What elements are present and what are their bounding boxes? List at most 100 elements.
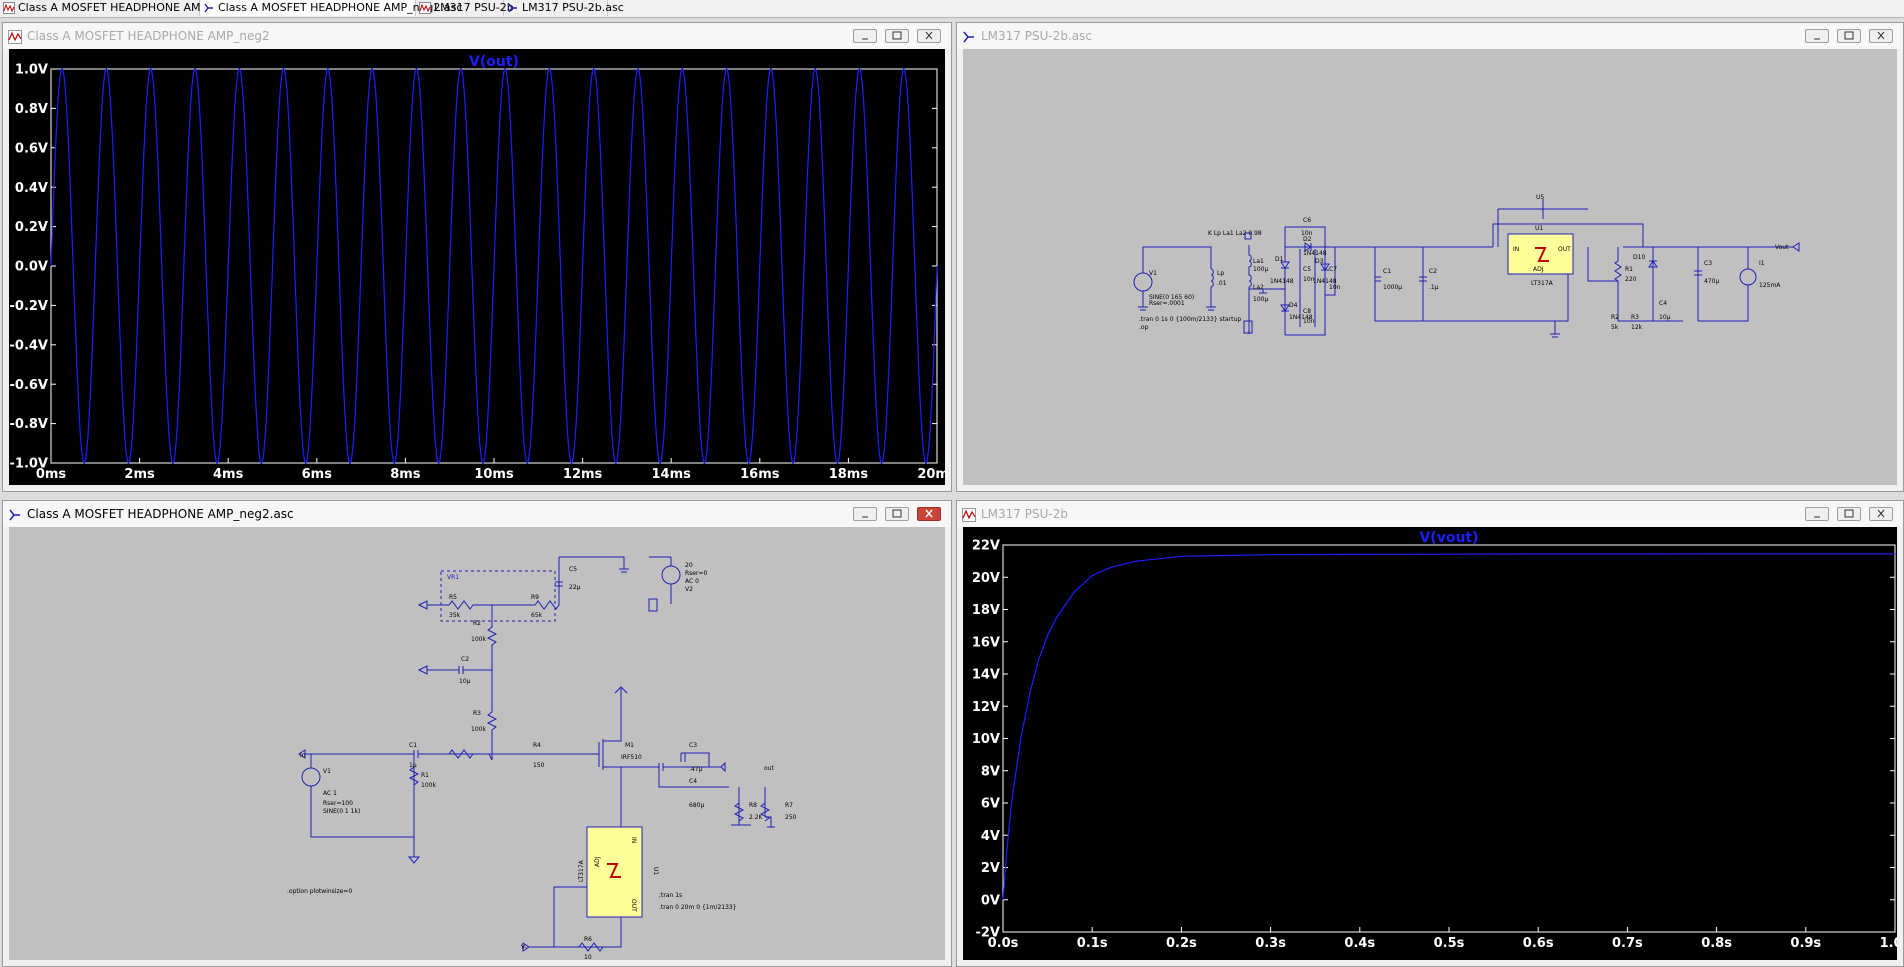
label-v2-dc: 20 xyxy=(685,562,693,569)
label-c5-val: 10n xyxy=(1303,276,1315,283)
y-tick-label: 0.4V xyxy=(15,181,48,196)
label-lp-val: .01 xyxy=(1217,280,1227,287)
label-r8: R8 xyxy=(749,802,757,809)
window-titlebar[interactable]: LM317 PSU-2b xyxy=(957,501,1903,527)
directive-tran[interactable]: .tran 0 1s 0 {100m/2133} startup xyxy=(1139,316,1241,323)
directive-option[interactable]: .option plotwinsize=0 xyxy=(287,888,352,895)
label-la2-val: 100µ xyxy=(1253,296,1268,303)
ground-flag[interactable] xyxy=(1243,320,1253,334)
label-adj-pin: ADJ xyxy=(594,856,601,867)
restore-button[interactable] xyxy=(885,507,909,521)
psu-schematic-window: LM317 PSU-2b.asc xyxy=(956,22,1904,492)
directive-tran-comment[interactable]: ;tran 1s xyxy=(659,892,682,899)
plot-frame xyxy=(1002,544,1896,933)
minimize-button[interactable] xyxy=(853,507,877,521)
label-c1: C1 xyxy=(1383,268,1391,275)
schematic-canvas[interactable]: V1 SINE(0 165 60) Rser=.0001 K Lp La1 La… xyxy=(963,49,1897,485)
x-tick-label: 0.3s xyxy=(1255,936,1286,951)
trace-label: V(out) xyxy=(469,54,519,70)
x-tick-label: 0.9s xyxy=(1790,936,1821,951)
window-title: Class A MOSFET HEADPHONE AMP_neg2 xyxy=(27,29,270,43)
tab-amp-waveform[interactable]: Class A MOSFET HEADPHONE AMP_neg2 xyxy=(0,0,240,16)
label-v2-rser: Rser=0 xyxy=(685,570,707,577)
label-out-port: out xyxy=(764,765,774,772)
tab-amp-schematic[interactable]: Class A MOSFET HEADPHONE AMP_neg2.asc xyxy=(200,0,462,16)
y-tick-label: 0.6V xyxy=(15,141,48,156)
label-c3: C3 xyxy=(1704,260,1712,267)
label-v1-rser: Rser=100 xyxy=(323,800,353,807)
close-icon xyxy=(1877,31,1885,40)
tab-label: LM317 PSU-2b xyxy=(434,1,514,14)
vr1-potentiometer-group[interactable] xyxy=(440,570,556,622)
label-in: IN xyxy=(1513,246,1519,253)
schematic-canvas[interactable]: VR1 R5 35k R9 65k C5 22µ 20 Rser=0 AC 0 … xyxy=(9,527,945,961)
k-directive-flag[interactable] xyxy=(1244,232,1252,240)
lt317a-chip[interactable] xyxy=(586,826,643,918)
label-r6: R6 xyxy=(584,936,592,943)
label-d1-type: 1N4148 xyxy=(1270,278,1294,285)
directive-op[interactable]: .op xyxy=(1139,324,1149,331)
label-c4-val: 680µ xyxy=(689,802,704,809)
label-la2: La2 xyxy=(1253,284,1264,291)
label-vout: Vout xyxy=(1775,244,1789,251)
label-in-pin: IN xyxy=(630,837,637,843)
label-in-port: in xyxy=(300,752,306,759)
window-titlebar[interactable]: Class A MOSFET HEADPHONE AMP_neg2.asc xyxy=(3,501,951,527)
x-tick-label: 0.2s xyxy=(1166,936,1197,951)
window-title: LM317 PSU-2b xyxy=(981,507,1068,521)
inductor-lp[interactable] xyxy=(1210,268,1214,307)
schematic-icon xyxy=(508,3,517,13)
label-r5-val: 35k xyxy=(449,612,461,619)
label-out: OUT xyxy=(1558,246,1571,253)
minimize-icon xyxy=(862,38,868,40)
restore-button[interactable] xyxy=(1837,29,1861,43)
label-r9: R9 xyxy=(531,594,539,601)
schematic-icon xyxy=(9,509,20,521)
waveform-icon xyxy=(8,30,22,44)
minimize-button[interactable] xyxy=(1805,507,1829,521)
y-tick-label: 8V xyxy=(981,764,1000,779)
label-d4: D4 xyxy=(1289,302,1298,309)
psu-schematic: V1 SINE(0 165 60) Rser=.0001 K Lp La1 La… xyxy=(1133,194,1800,338)
label-c3-val: 470µ xyxy=(1704,278,1719,285)
label-la1: La1 xyxy=(1253,258,1264,265)
label-out-pin: OUT xyxy=(630,899,637,912)
directive-tran[interactable]: .tran 0 20m 0 {1m/2133} xyxy=(659,904,737,911)
x-tick-label: 0.7s xyxy=(1612,936,1643,951)
close-button[interactable] xyxy=(917,507,941,521)
x-tick-label: 14ms xyxy=(652,467,692,482)
label-adj: ADJ xyxy=(1533,266,1544,273)
lt317a-chip[interactable] xyxy=(1507,233,1574,275)
close-button[interactable] xyxy=(1869,507,1893,521)
x-tick-label: 6ms xyxy=(302,467,333,482)
minimize-button[interactable] xyxy=(853,29,877,43)
tab-psu-schematic[interactable]: LM317 PSU-2b.asc xyxy=(504,0,624,16)
label-c1-val: 1000µ xyxy=(1383,284,1402,291)
tab-psu-waveform[interactable]: LM317 PSU-2b xyxy=(416,0,514,16)
close-button[interactable] xyxy=(917,29,941,43)
x-tick-label: 20ms xyxy=(917,467,947,482)
y-tick-label: 10V xyxy=(972,732,1000,747)
label-r4-val: 150 xyxy=(533,762,545,769)
restore-button[interactable] xyxy=(1837,507,1861,521)
label-c5: C5 xyxy=(569,566,577,573)
tab-label: LM317 PSU-2b.asc xyxy=(522,1,624,14)
label-d2-type: 1N4148 xyxy=(1303,250,1327,257)
amp-schematic-window: Class A MOSFET HEADPHONE AMP_neg2.asc xyxy=(2,500,952,967)
close-icon xyxy=(1877,509,1885,518)
window-titlebar[interactable]: LM317 PSU-2b.asc xyxy=(957,23,1903,49)
minimize-button[interactable] xyxy=(1805,29,1829,43)
close-button[interactable] xyxy=(1869,29,1893,43)
label-d10: D10 xyxy=(1633,254,1645,261)
trace-line xyxy=(50,68,938,464)
label-lp: Lp xyxy=(1217,270,1224,277)
waveform-plot: V(out)1.0V0.8V0.6V0.4V0.2V0.0V-0.2V-0.4V… xyxy=(10,54,948,482)
restore-button[interactable] xyxy=(885,29,909,43)
label-c4: C4 xyxy=(1659,300,1667,307)
restore-icon xyxy=(892,31,902,40)
minimize-icon xyxy=(1814,516,1820,518)
label-m1: M1 xyxy=(625,742,634,749)
window-titlebar[interactable]: Class A MOSFET HEADPHONE AMP_neg2 xyxy=(3,23,951,49)
